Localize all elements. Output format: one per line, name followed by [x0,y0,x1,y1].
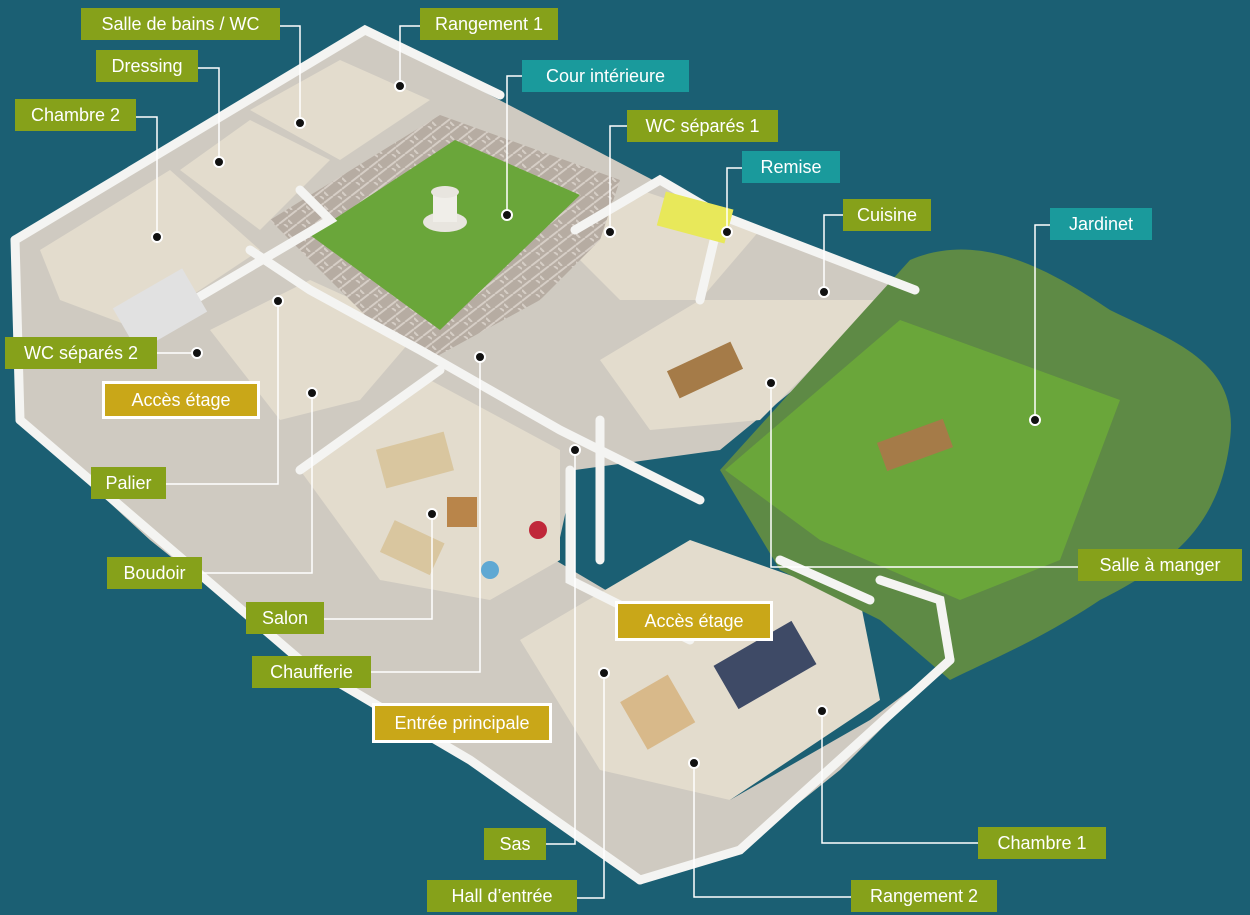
label-acces-etage-2: Accès étage [615,601,773,641]
label-cuisine: Cuisine [843,199,931,231]
marker-wc-separes-1 [604,226,616,238]
marker-jardinet [1029,414,1041,426]
label-hall-entree: Hall d’entrée [427,880,577,912]
leader-lines [136,25,1078,899]
marker-boudoir [306,387,318,399]
marker-cuisine [818,286,830,298]
marker-cour-interieure [501,209,513,221]
marker-palier [272,295,284,307]
label-salle-de-bains: Salle de bains / WC [81,8,280,40]
marker-salle-de-bains [294,117,306,129]
marker-chambre-2 [151,231,163,243]
marker-salon [426,508,438,520]
label-wc-separes-2: WC séparés 2 [5,337,157,369]
cour-interieure-area [270,115,620,360]
label-chambre-2: Chambre 2 [15,99,136,131]
marker-dressing [213,156,225,168]
label-chambre-1: Chambre 1 [978,827,1106,859]
marker-rangement-1 [394,80,406,92]
marker-rangement-2 [688,757,700,769]
label-salon: Salon [246,602,324,634]
label-salle-a-manger: Salle à manger [1078,549,1242,581]
marker-chambre-1 [816,705,828,717]
label-chaufferie: Chaufferie [252,656,371,688]
marker-chaufferie [474,351,486,363]
label-palier: Palier [91,467,166,499]
location-markers [151,80,1041,769]
label-boudoir: Boudoir [107,557,202,589]
label-cour-interieure: Cour intérieure [522,60,689,92]
marker-salle-a-manger [765,377,777,389]
label-rangement-1: Rangement 1 [420,8,558,40]
label-wc-separes-1: WC séparés 1 [627,110,778,142]
label-sas: Sas [484,828,546,860]
marker-hall-entree [598,667,610,679]
label-jardinet: Jardinet [1050,208,1152,240]
furniture [112,191,817,750]
label-acces-etage-1: Accès étage [102,381,260,419]
label-entree-principale: Entrée principale [372,703,552,743]
label-dressing: Dressing [96,50,198,82]
label-rangement-2: Rangement 2 [851,880,997,912]
marker-wc-separes-2 [191,347,203,359]
label-remise: Remise [742,151,840,183]
marker-remise [721,226,733,238]
marker-sas [569,444,581,456]
